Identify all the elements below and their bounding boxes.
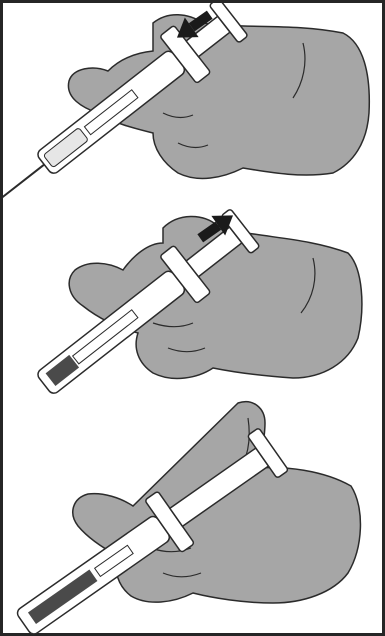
panel-step-3 [3, 398, 382, 636]
panel-1-illustration [3, 3, 382, 203]
panel-3-illustration [3, 398, 382, 636]
panel-step-2 [3, 198, 382, 403]
panel-step-1 [3, 3, 382, 203]
panel-2-illustration [3, 198, 382, 403]
